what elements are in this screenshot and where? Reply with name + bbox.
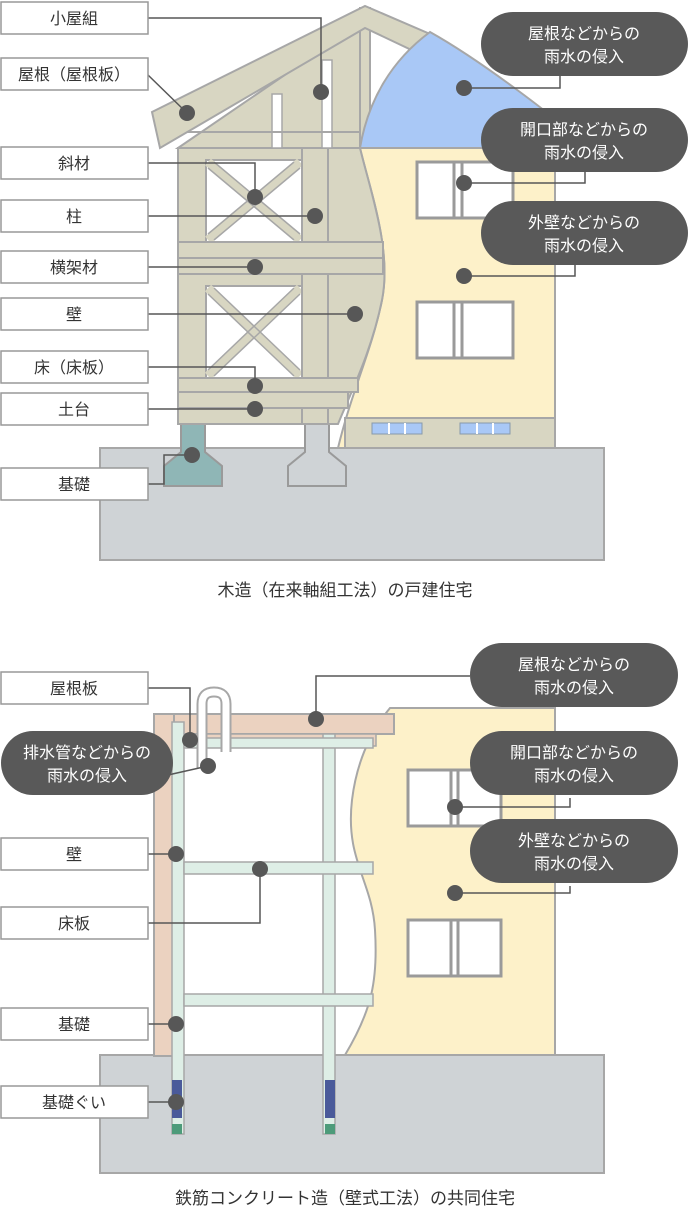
wood-foundation-right — [287, 423, 347, 487]
callout-rc-roof-line1: 屋根などからの — [518, 655, 630, 674]
wood-house-illustration — [99, 4, 605, 561]
callout-opening-line2: 雨水の侵入 — [544, 143, 624, 162]
vent — [459, 422, 511, 435]
window — [415, 160, 515, 220]
pile — [325, 1080, 335, 1118]
label-rc-kabe: 壁 — [66, 845, 82, 864]
window — [406, 768, 503, 828]
rc-labels: 屋根板 壁 床板 基礎 基礎ぐい — [0, 671, 149, 1119]
vent — [371, 422, 423, 435]
window — [406, 918, 503, 978]
label-rc-kiso: 基礎 — [58, 1015, 90, 1034]
callout-drain-line1: 排水管などからの — [23, 743, 151, 762]
callout-drain-line2: 雨水の侵入 — [47, 766, 127, 785]
window — [415, 300, 515, 360]
callout-rc-opening-line2: 雨水の侵入 — [534, 766, 614, 785]
wood-leader-dots — [179, 80, 472, 463]
label-koyagumi: 小屋組 — [50, 9, 98, 28]
callout-rc-opening-line1: 開口部などからの — [510, 743, 638, 762]
label-dodai: 土台 — [58, 400, 90, 419]
label-yane: 屋根（屋根板） — [18, 65, 130, 84]
callout-roof-line2: 雨水の侵入 — [544, 47, 624, 66]
label-yokokazai: 横架材 — [50, 258, 98, 277]
callout-wall-line2: 雨水の侵入 — [544, 236, 624, 255]
rc-structure — [171, 721, 374, 1135]
callout-rc-wall-line2: 雨水の侵入 — [534, 854, 614, 873]
pile — [325, 1124, 335, 1134]
callout-rc-roof-line2: 雨水の侵入 — [534, 678, 614, 697]
label-kabe: 壁 — [66, 305, 82, 324]
callout-wall-line1: 外壁などからの — [528, 213, 640, 232]
pile — [172, 1124, 182, 1134]
wood-house-caption: 木造（在来軸組工法）の戸建住宅 — [218, 581, 473, 601]
wood-labels: 小屋組 屋根（屋根板） 斜材 柱 横架材 壁 床（床板） 土台 基礎 — [0, 1, 149, 501]
label-yuka: 床（床板） — [34, 358, 114, 377]
label-yaneita: 屋根板 — [50, 679, 98, 698]
wood-leader-lines — [147, 17, 586, 485]
rc-house-caption: 鉄筋コンクリート造（壁式工法）の共同住宅 — [175, 1189, 515, 1209]
wood-callouts: 屋根などからの 雨水の侵入 開口部などからの 雨水の侵入 外壁などからの 雨水の… — [481, 12, 688, 265]
label-hashira: 柱 — [66, 207, 82, 226]
label-kiso: 基礎 — [58, 475, 90, 494]
label-shazai: 斜材 — [58, 154, 90, 173]
rc-callouts: 排水管などからの 雨水の侵入 屋根などからの 雨水の侵入 開口部などからの 雨水… — [1, 643, 678, 883]
callout-rc-wall-line1: 外壁などからの — [518, 831, 630, 850]
callout-opening-line1: 開口部などからの — [520, 120, 648, 139]
rc-leader-dots — [168, 711, 463, 1110]
callout-roof-line1: 屋根などからの — [528, 24, 640, 43]
label-yukaita: 床板 — [58, 914, 90, 933]
label-kisogui: 基礎ぐい — [42, 1093, 106, 1112]
